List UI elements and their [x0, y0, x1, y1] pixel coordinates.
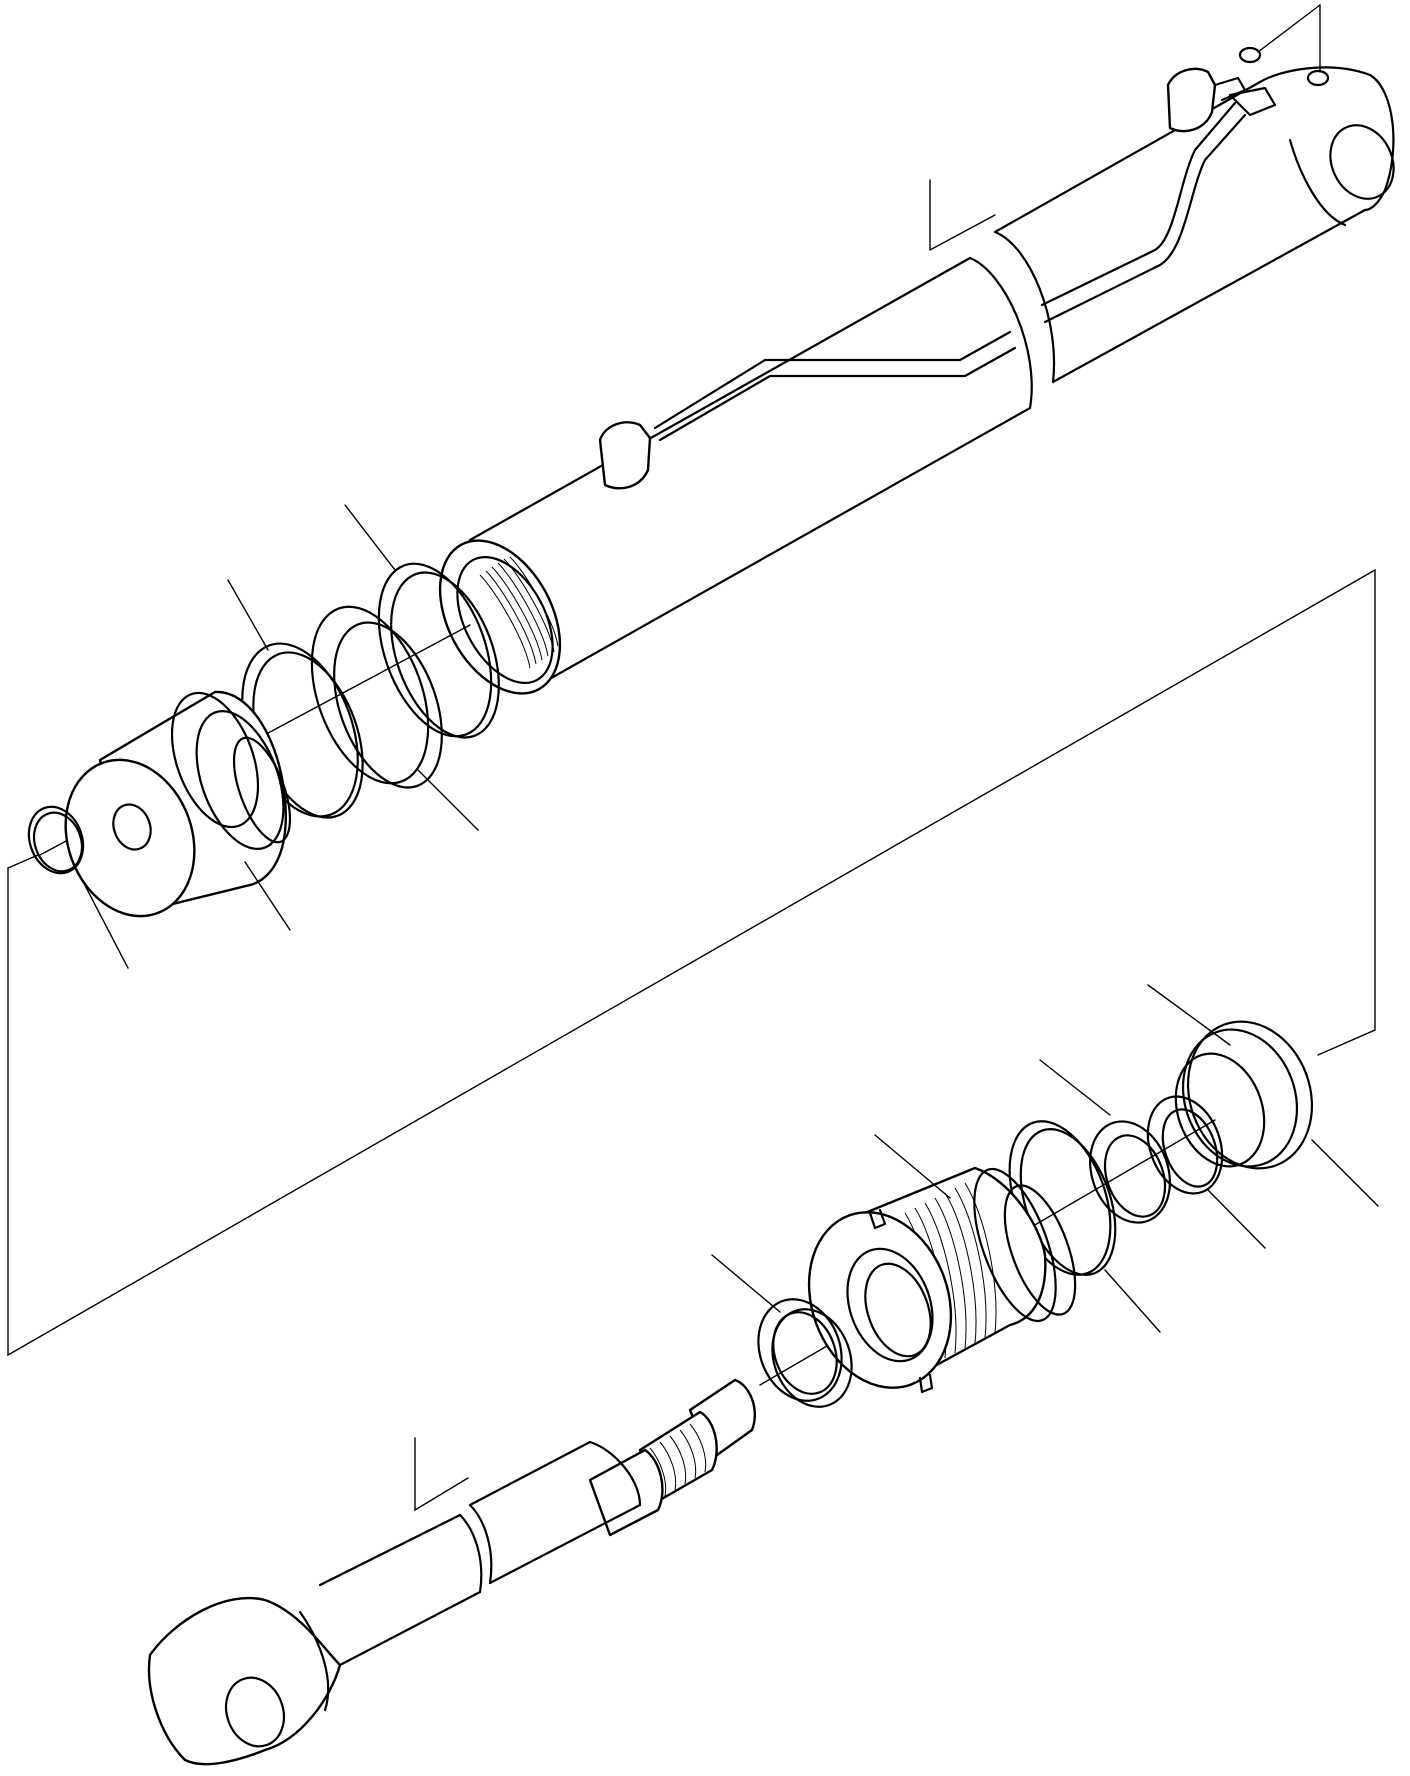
bolt-washers	[1238, 4, 1330, 87]
rod-seal-ring	[1146, 1095, 1224, 1195]
rod-break-indicator	[414, 1437, 469, 1512]
piston-seal-ring-2	[310, 605, 443, 789]
dust-ring	[1174, 1020, 1314, 1170]
piston-o-ring	[27, 805, 85, 875]
tube-internal-thread	[479, 556, 559, 669]
tube-eye	[1329, 124, 1395, 200]
leader-lines-top	[77, 504, 479, 969]
rod-thread	[649, 1423, 707, 1497]
piston	[64, 690, 292, 918]
cylinder-tube	[438, 66, 1395, 695]
leader-lines-bottom	[711, 984, 1379, 1333]
rod-eye	[147, 1596, 342, 1766]
rod-seal	[1089, 1120, 1171, 1224]
pipe-elbow-lower	[598, 421, 652, 490]
tube-break-indicator	[929, 179, 996, 252]
wiper-seal	[757, 1298, 853, 1408]
piston-rod	[147, 1378, 757, 1766]
pipe-elbow-upper	[1166, 67, 1217, 133]
hydraulic-pipe	[598, 67, 1277, 490]
piston-seal-ring-3	[377, 562, 500, 739]
gland-head	[807, 1166, 1077, 1394]
assembly-bracket-lines	[7, 568, 1376, 1357]
